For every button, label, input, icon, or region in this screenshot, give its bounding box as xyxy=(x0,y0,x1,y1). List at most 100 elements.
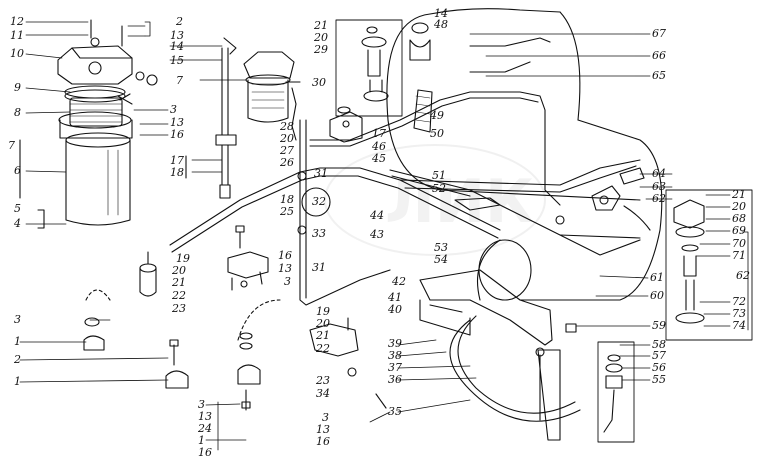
fuel-filter-left xyxy=(57,19,158,226)
callout-21-top: 21 xyxy=(314,19,328,32)
callout-1-a: 1 xyxy=(14,335,21,348)
callout-49: 49 xyxy=(430,109,444,122)
callout-20-mid: 20 xyxy=(280,132,294,145)
callout-25: 25 xyxy=(280,205,294,218)
callout-67: 67 xyxy=(652,27,666,40)
callout-38: 38 xyxy=(388,349,402,362)
callout-72: 72 xyxy=(732,295,746,308)
callout-31-top: 31 xyxy=(314,167,328,180)
callout-13-low: 13 xyxy=(316,423,330,436)
callout-30: 30 xyxy=(312,76,326,89)
callout-68: 68 xyxy=(732,212,746,225)
callout-66: 66 xyxy=(652,49,666,62)
callout-35: 35 xyxy=(388,405,402,418)
callout-19-left: 19 xyxy=(176,252,190,265)
callout-16-mid: 16 xyxy=(278,249,292,262)
callout-29: 29 xyxy=(314,43,328,56)
callout-39: 39 xyxy=(388,337,402,350)
callout-55: 55 xyxy=(652,373,666,386)
fuel-cap-assembly xyxy=(673,199,705,324)
callout-58: 58 xyxy=(652,338,666,351)
callout-20-top: 20 xyxy=(314,31,328,44)
valve-62-64 xyxy=(565,167,651,333)
leader-lines-middle xyxy=(19,319,477,451)
callout-3-bottom: 3 xyxy=(198,398,205,411)
callout-14-top: 14 xyxy=(434,7,448,20)
callout-5: 5 xyxy=(14,202,21,215)
callout-3-left: 3 xyxy=(14,313,21,326)
callout-20-left: 20 xyxy=(172,264,186,277)
fine-filter xyxy=(199,51,301,141)
callout-16-bottom: 16 xyxy=(198,446,212,459)
callout-36: 36 xyxy=(388,373,402,386)
callout-12: 12 xyxy=(10,15,24,28)
sensor-left xyxy=(139,251,157,297)
callout-2-top: 2 xyxy=(176,15,183,28)
callout-65: 65 xyxy=(652,69,666,82)
fuel-cap-inset xyxy=(335,19,433,133)
callout-71: 71 xyxy=(732,249,746,262)
callout-54: 54 xyxy=(434,253,448,266)
callout-46: 46 xyxy=(372,140,386,153)
callout-33: 33 xyxy=(312,227,326,240)
callout-7-mid: 7 xyxy=(176,74,183,87)
leader-lines-right xyxy=(469,33,749,381)
callout-22-left: 22 xyxy=(172,289,186,302)
watermark: ЛИК xyxy=(324,144,546,256)
callout-52: 52 xyxy=(432,182,446,195)
callout-6: 6 xyxy=(14,164,21,177)
callout-47: 17 xyxy=(372,127,386,140)
callout-50: 50 xyxy=(430,127,444,140)
tank-bracket xyxy=(419,269,581,441)
watermark-text: ЛИК xyxy=(385,167,534,237)
callout-16-top: 16 xyxy=(170,128,184,141)
callout-27: 27 xyxy=(280,144,294,157)
callout-74: 74 xyxy=(732,319,746,332)
callout-21-left: 21 xyxy=(172,276,186,289)
callout-1-c: 1 xyxy=(198,434,205,447)
detail-panel-62 xyxy=(665,189,753,341)
callout-61: 61 xyxy=(650,271,664,284)
callout-11: 11 xyxy=(10,29,24,42)
callout-53: 53 xyxy=(434,241,448,254)
callout-70: 70 xyxy=(732,237,746,250)
callout-59: 59 xyxy=(652,319,666,332)
callout-51: 51 xyxy=(432,169,446,182)
callout-69: 69 xyxy=(732,224,746,237)
callout-20-low: 20 xyxy=(316,317,330,330)
callout-37: 37 xyxy=(388,361,402,374)
callout-73: 73 xyxy=(732,307,746,320)
callout-16-low: 16 xyxy=(316,435,330,448)
callout-3-low: 3 xyxy=(322,411,329,424)
callout-13-mid: 13 xyxy=(170,116,184,129)
callout-17-left: 17 xyxy=(170,154,184,167)
clamps-left xyxy=(83,289,281,411)
callout-3-mid: 3 xyxy=(284,275,291,288)
callout-45: 45 xyxy=(372,152,386,165)
callout-21-right: 21 xyxy=(732,188,746,201)
callout-44: 44 xyxy=(370,209,384,222)
callout-14-left: 14 xyxy=(170,40,184,53)
callout-15: 15 xyxy=(170,54,184,67)
callout-63: 63 xyxy=(652,180,666,193)
callout-28: 28 xyxy=(280,120,294,133)
callout-32: 32 xyxy=(312,195,326,208)
callout-18-left: 18 xyxy=(170,166,184,179)
callout-9: 9 xyxy=(14,81,21,94)
fuel-tank xyxy=(386,8,663,301)
bracket-45-47 xyxy=(329,106,363,143)
callout-7-left: 7 xyxy=(8,139,15,152)
callout-10: 10 xyxy=(10,47,24,60)
callout-2-left: 2 xyxy=(14,353,21,366)
fuel-level-sensor xyxy=(597,341,635,443)
brace-4-5 xyxy=(37,209,45,229)
callout-57: 57 xyxy=(652,349,666,362)
callout-13-bottom: 13 xyxy=(198,410,212,423)
callout-26: 26 xyxy=(280,156,294,169)
callout-41: 41 xyxy=(388,291,402,304)
callout-64: 64 xyxy=(652,167,666,180)
callout-62-b: 62 xyxy=(736,269,750,282)
callout-31-mid: 31 xyxy=(312,261,326,274)
leader-lines-left xyxy=(25,21,169,225)
